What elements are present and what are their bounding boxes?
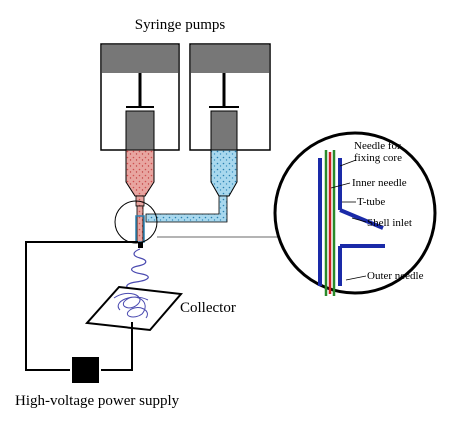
power-supply-box — [72, 357, 99, 383]
inner-needle-label: Inner needle — [352, 177, 407, 189]
shell-feed-tube — [145, 195, 228, 223]
collector-plate — [84, 285, 183, 332]
collected-fibers — [113, 292, 149, 319]
left-syringe-core-fluid — [125, 149, 155, 197]
t-tube-label: T-tube — [357, 196, 385, 208]
inset-circle — [273, 131, 437, 295]
power-supply-label: High-voltage power supply — [15, 393, 180, 409]
right-plunger — [210, 110, 238, 151]
wire-needle-to-supply — [25, 241, 138, 371]
right-syringe-pump — [189, 43, 271, 197]
needle-fixing-leader — [339, 159, 357, 167]
outer-needle-leader — [345, 275, 367, 281]
outer-needle-label: Outer needle — [367, 270, 424, 282]
needle-fixing-label-line1: Needle for — [354, 140, 401, 152]
wire-collector-to-supply — [101, 322, 133, 371]
left-plunger — [125, 110, 155, 151]
needle-fixing-label-line2: fixing core — [354, 152, 402, 164]
core-feed-needle — [136, 205, 144, 243]
shell-inlet-label: Shell inlet — [367, 217, 412, 229]
title-label: Syringe pumps — [135, 17, 226, 33]
right-pump-cap — [191, 45, 269, 73]
left-syringe-pump — [100, 43, 180, 207]
spinneret-tip — [138, 242, 143, 248]
t-junction-inset: Needle for fixing core Inner needle T-tu… — [273, 131, 437, 296]
inner-needle-leader — [330, 182, 351, 189]
shell-inlet-upper-wall — [339, 208, 384, 230]
shell-inlet-leader — [351, 217, 367, 223]
right-syringe-shell-fluid — [210, 149, 238, 197]
collector-label: Collector — [180, 300, 236, 316]
left-pump-cap — [102, 45, 178, 73]
